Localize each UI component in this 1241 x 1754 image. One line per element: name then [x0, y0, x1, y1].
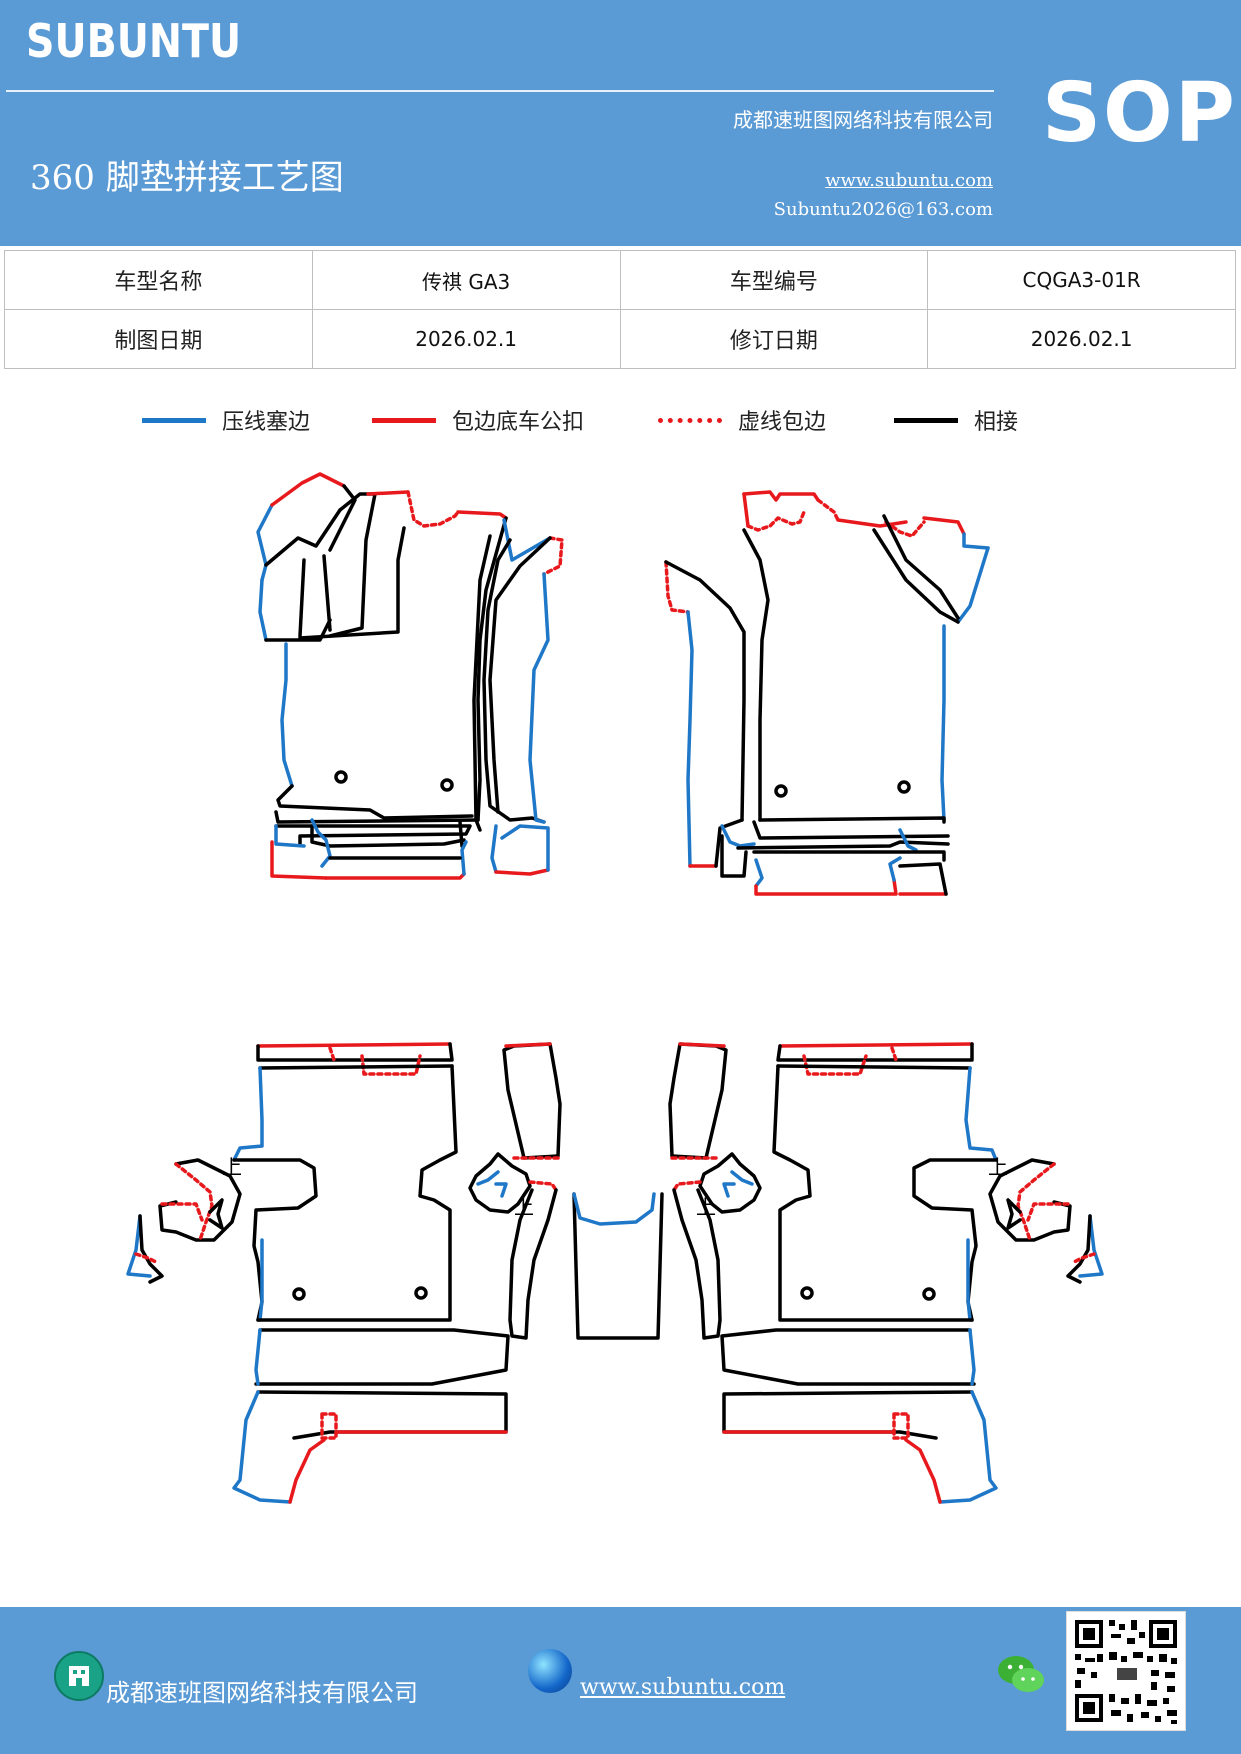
footer-company: 成都速班图网络科技有限公司 [106, 1679, 418, 1707]
page-title: 360 脚垫拼接工艺图 [30, 158, 344, 198]
draw-date-label: 制图日期 [4, 309, 313, 369]
header-banner: SUBUNTU 成都速班图网络科技有限公司 360 脚垫拼接工艺图 www.su… [0, 0, 1241, 246]
legend-swatch [142, 417, 206, 423]
legend-item-blue: 压线塞边 [142, 402, 310, 438]
footer-banner: 成都速班图网络科技有限公司 www.subuntu.com [0, 1607, 1241, 1754]
footer-website-link[interactable]: www.subuntu.com [580, 1675, 786, 1700]
draw-date-value: 2026.02.1 [311, 309, 621, 369]
front-right-mat [664, 490, 990, 896]
info-table: 车型名称 传祺 GA3 车型编号 CQGA3-01R 制图日期 2026.02.… [4, 250, 1236, 369]
brand-logo: SUBUNTU [26, 14, 242, 68]
legend-swatch [658, 417, 722, 423]
header-divider [6, 90, 994, 92]
legend-swatch [372, 417, 436, 423]
legend-label: 相接 [974, 410, 1019, 435]
legend-label: 虚线包边 [738, 410, 827, 435]
model-code-label: 车型编号 [619, 250, 929, 310]
company-name: 成都速班图网络科技有限公司 [733, 108, 993, 132]
front-left-mat [256, 472, 564, 880]
model-name-label: 车型名称 [4, 250, 313, 310]
legend-swatch [894, 417, 958, 423]
revise-date-value: 2026.02.1 [927, 309, 1236, 369]
website-link[interactable]: www.subuntu.com [825, 170, 993, 191]
legend-label: 压线塞边 [222, 410, 311, 435]
revise-date-label: 修订日期 [619, 309, 929, 369]
model-name-value: 传祺 GA3 [311, 250, 621, 310]
legend-item-red: 包边底车公扣 [372, 402, 584, 438]
table-row: 制图日期 2026.02.1 修订日期 2026.02.1 [4, 309, 1236, 369]
up-mark: 上 [514, 1195, 534, 1219]
legend-item-black: 相接 [894, 402, 1018, 438]
email-address: Subuntu2026@163.com [773, 199, 993, 220]
globe-icon [528, 1649, 572, 1693]
wechat-icon[interactable] [996, 1653, 1046, 1695]
rear-right-mat [668, 1042, 1104, 1504]
company-icon [54, 1651, 104, 1701]
up-mark: 上 [988, 1155, 1008, 1179]
up-mark: 上 [696, 1195, 716, 1219]
legend-label: 包边底车公扣 [452, 410, 585, 435]
sop-badge: SOP [1042, 66, 1237, 161]
up-mark: 上 [222, 1155, 242, 1179]
qr-code [1066, 1611, 1186, 1731]
rear-left-mat [126, 1042, 664, 1504]
table-row: 车型名称 传祺 GA3 车型编号 CQGA3-01R [4, 250, 1236, 310]
legend-item-red-dotted: 虚线包边 [658, 402, 826, 438]
legend: 压线塞边 包边底车公扣 虚线包边 相接 [0, 402, 1241, 438]
model-code-value: CQGA3-01R [927, 250, 1236, 310]
